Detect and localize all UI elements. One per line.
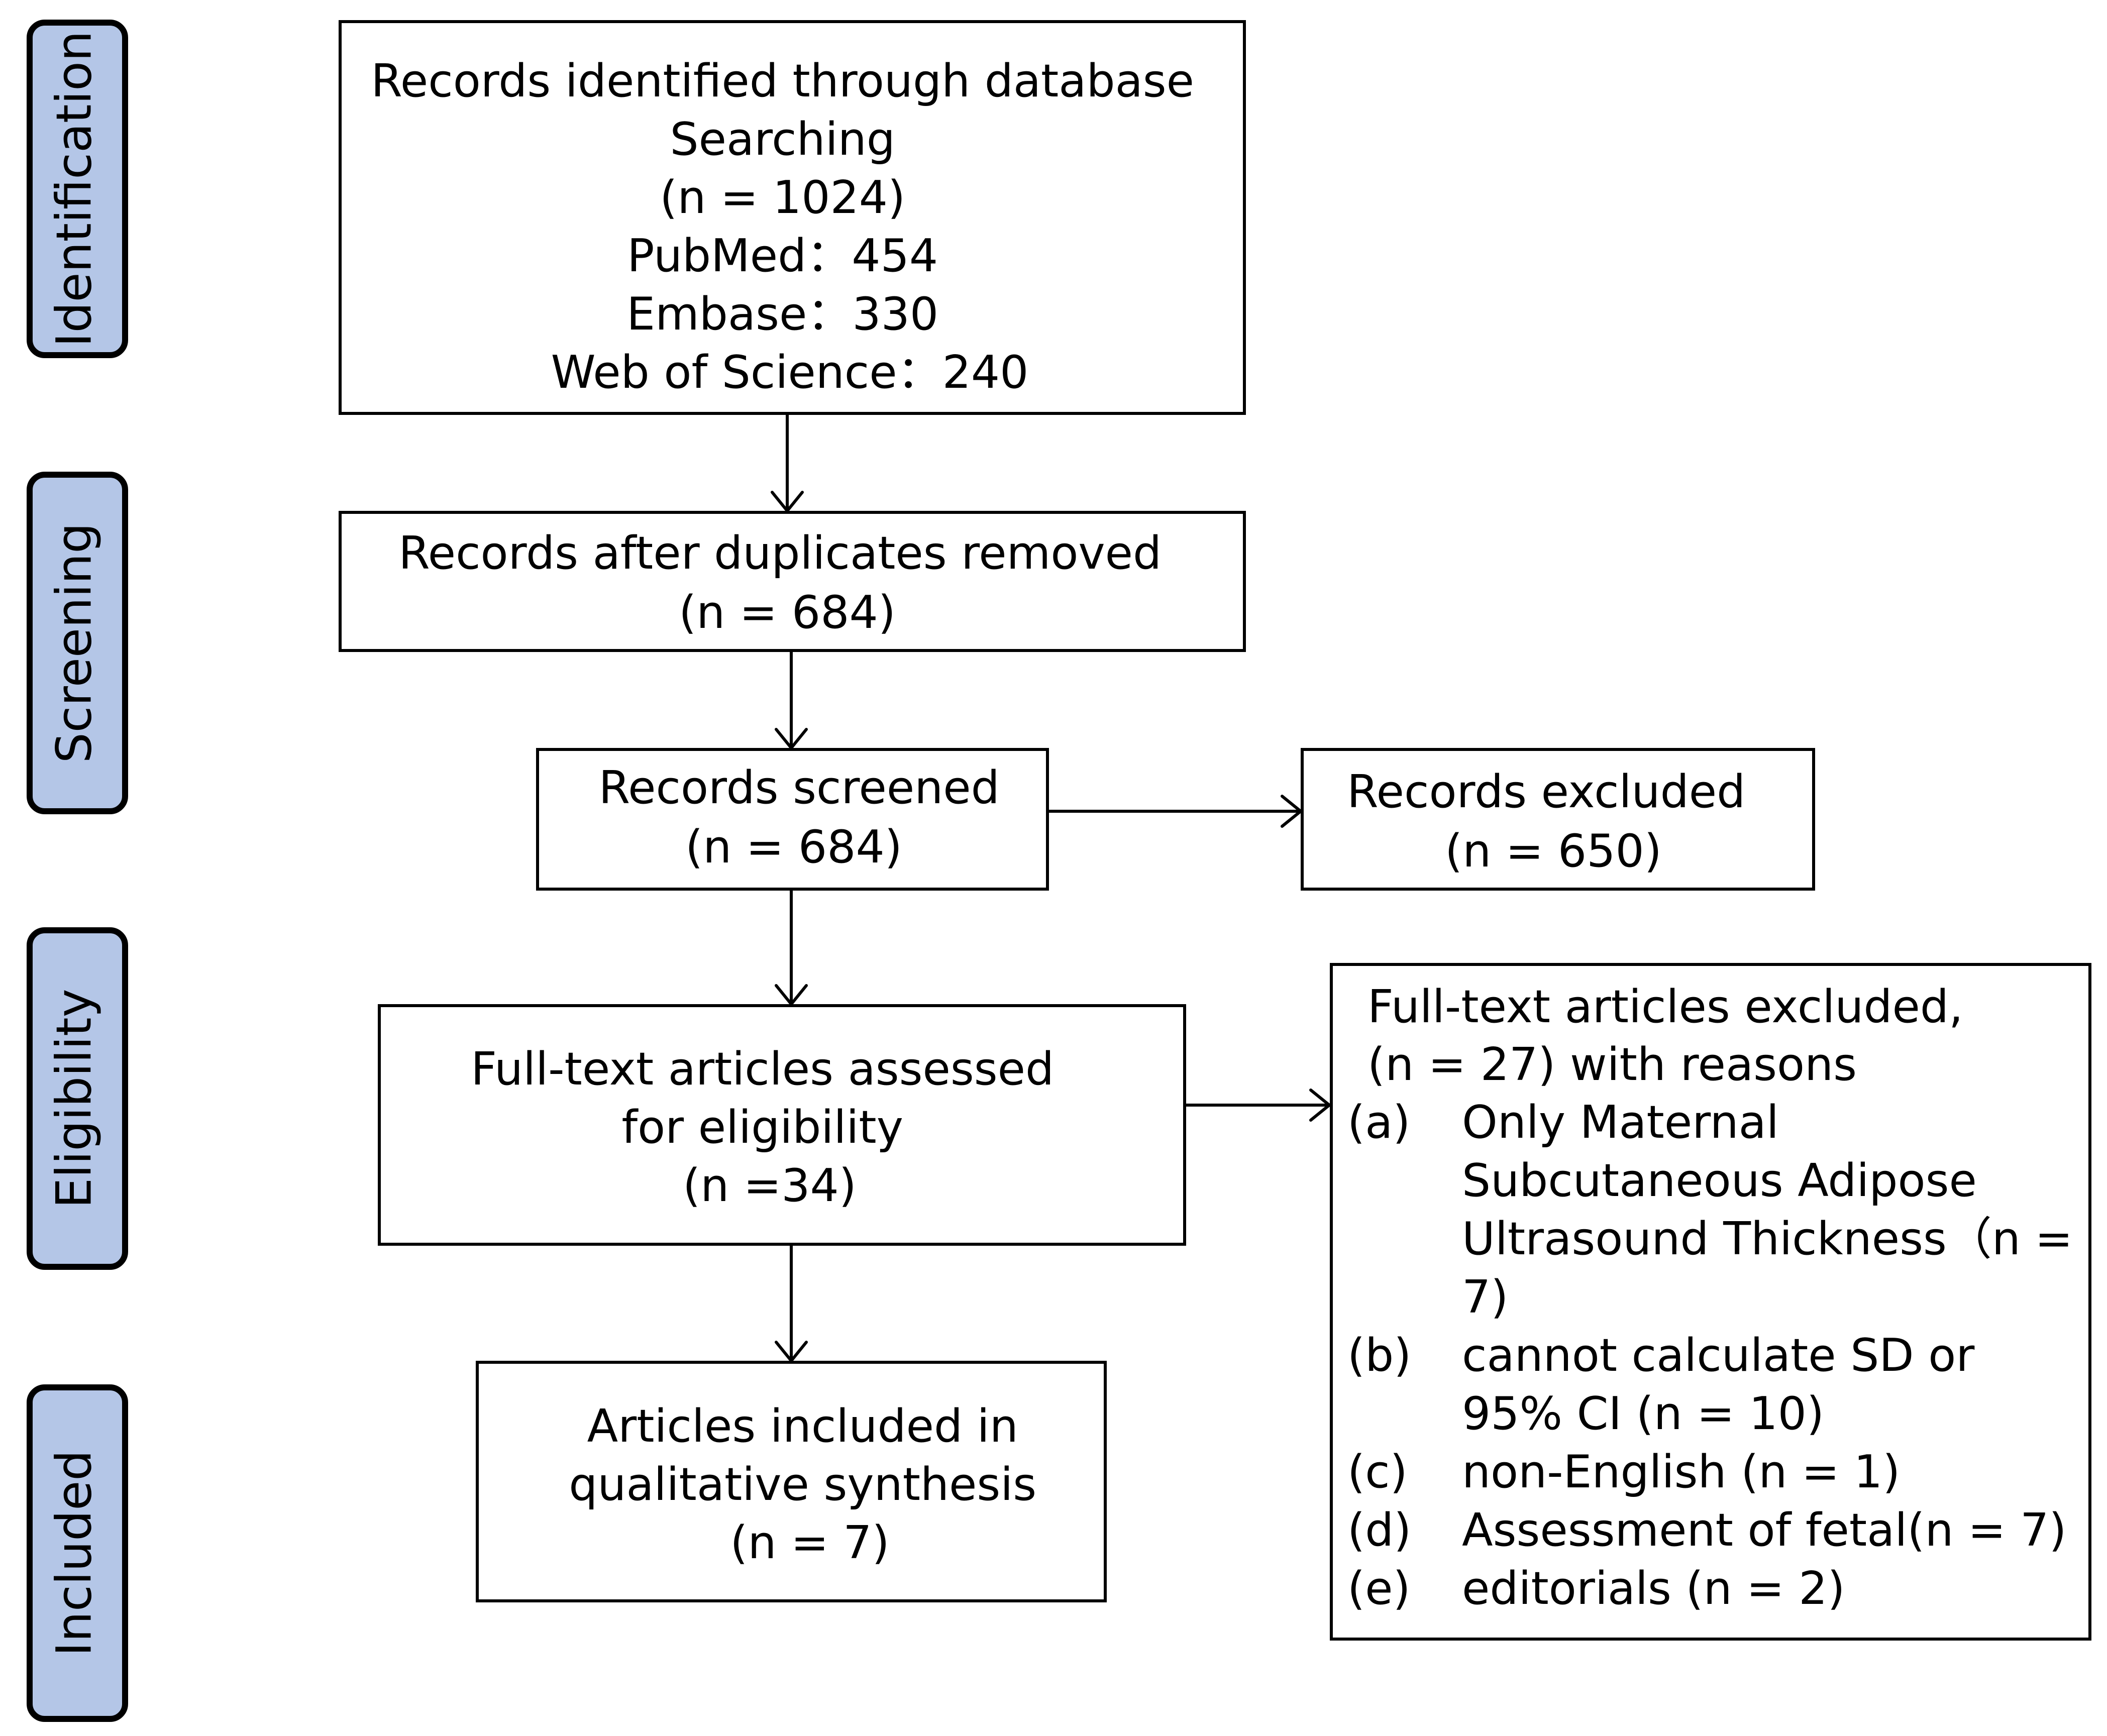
arrow-screened-to-excluded (1047, 795, 1302, 828)
included-line-3: (n = 7) (730, 1516, 889, 1569)
box-full-text-excluded: Full-text articles excluded, (n = 27) wi… (1330, 963, 2091, 1641)
reason-b: (b) cannot calculate SD or 95% CI (n = 1… (1347, 1329, 1989, 1440)
phase-screening-label: Screening (46, 523, 102, 764)
arrow-assessed-to-included (775, 1244, 808, 1362)
svg-text:(d) Assessment of feta: (d) Assessment of fetal(n = 7) (1347, 1504, 2067, 1557)
svg-text:Records screened (n = 68: Records screened (n = 684) (599, 762, 1014, 874)
phase-eligibility-label: Eligibility (46, 989, 102, 1208)
assessed-line-3: (n =34) (683, 1159, 857, 1212)
duplicates-line-2: (n = 684) (679, 586, 896, 639)
reason-c-line-1: non-English (n = 1) (1462, 1446, 1900, 1498)
assessed-line-1: Full-text articles assessed (471, 1043, 1054, 1096)
identified-line-3: (n = 1024) (660, 171, 905, 224)
reason-c: (c) non-English (n = 1) (1347, 1446, 1900, 1498)
excluded-line-2: (n = 650) (1445, 825, 1662, 878)
identified-line-6: Web of Science：240 (551, 346, 1029, 399)
phase-eligibility: Eligibility (27, 927, 128, 1270)
reason-d: (d) Assessment of fetal(n = 7) (1347, 1504, 2067, 1557)
reason-c-marker: (c) (1347, 1446, 1408, 1498)
ft-excluded-header-2: (n = 27) with reasons (1367, 1038, 1857, 1091)
reason-a: (a) Only Maternal Subcutaneous Adipose U… (1347, 1096, 2087, 1324)
phase-identification: Identification (27, 20, 128, 358)
arrow-duplicates-to-screened (775, 650, 808, 749)
reason-a-line-1: Only Maternal (1462, 1096, 1779, 1149)
svg-text:Records after duplicates remov: Records after duplicates removed (n = 68… (398, 527, 1176, 639)
reason-e-line-1: editorials (n = 2) (1462, 1562, 1845, 1615)
box-duplicates-removed: Records after duplicates removed (n = 68… (339, 511, 1246, 652)
phase-screening: Screening (27, 472, 128, 814)
box-full-text-assessed: Full-text articles assessed for eligibil… (378, 1004, 1186, 1246)
arrow-screened-to-assessed (775, 889, 808, 1006)
reason-b-line-2: 95% CI (n = 10) (1462, 1387, 1824, 1440)
svg-text:Full-text articles excluded,: Full-text articles excluded, (n = 27) wi… (1367, 981, 1977, 1091)
included-line-2: qualitative synthesis (569, 1458, 1036, 1511)
svg-text:(b) cannot calculate S: (b) cannot calculate SD or 95% CI (n = 1… (1347, 1329, 1989, 1440)
reason-b-line-1: cannot calculate SD or (1462, 1329, 1974, 1382)
svg-text:Records excluded (n = 65: Records excluded (n = 650) (1347, 766, 1760, 878)
reason-d-line-1: Assessment of fetal(n = 7) (1462, 1504, 2067, 1557)
included-line-1: Articles included in (587, 1400, 1018, 1453)
reason-a-line-2: Subcutaneous Adipose (1462, 1154, 1977, 1207)
identified-line-1: Records identified through database (371, 55, 1194, 107)
screened-line-2: (n = 684) (685, 821, 902, 874)
ft-excluded-header-1: Full-text articles excluded, (1367, 981, 1963, 1033)
assessed-line-2: for eligibility (621, 1101, 903, 1154)
svg-text:(a) Only Maternal: (a) Only Maternal Subcutaneous Adipose U… (1347, 1096, 2087, 1324)
identified-line-4: PubMed：454 (627, 230, 938, 282)
svg-text:(e) editorials (n = 2): (e) editorials (n = 2) (1347, 1562, 1845, 1615)
reason-e-marker: (e) (1347, 1562, 1411, 1615)
box-records-identified: Records identified through database Sear… (339, 20, 1246, 415)
svg-text:Articles included in qua: Articles included in qualitative synthes… (569, 1400, 1051, 1569)
box-articles-included: Articles included in qualitative synthes… (476, 1361, 1107, 1602)
box-records-excluded: Records excluded (n = 650) (1301, 748, 1815, 891)
reason-e: (e) editorials (n = 2) (1347, 1562, 1845, 1615)
reason-b-marker: (b) (1347, 1329, 1411, 1382)
phase-included-label: Included (46, 1450, 102, 1656)
svg-text:(c) non-English (n = 1: (c) non-English (n = 1) (1347, 1446, 1900, 1498)
svg-text:Full-text articles assessed: Full-text articles assessed for eligibil… (471, 1043, 1069, 1212)
reason-a-line-4: 7) (1462, 1271, 1508, 1324)
reason-a-marker: (a) (1347, 1096, 1410, 1149)
duplicates-line-1: Records after duplicates removed (398, 527, 1162, 580)
box-records-screened: Records screened (n = 684) (536, 748, 1049, 891)
identified-line-2: Searching (670, 113, 895, 166)
svg-text:Records identified through dat: Records identified through database Sear… (371, 55, 1208, 399)
phase-identification-label: Identification (46, 31, 102, 347)
excluded-line-1: Records excluded (1347, 766, 1745, 818)
reason-a-line-3: Ultrasound Thickness（n = (1462, 1213, 2073, 1265)
reason-d-marker: (d) (1347, 1504, 1411, 1557)
arrow-assessed-to-ft-excluded (1185, 1089, 1331, 1122)
screened-line-1: Records screened (599, 762, 1000, 814)
phase-included: Included (27, 1384, 128, 1722)
arrow-identified-to-duplicates (771, 413, 804, 512)
identified-line-5: Embase：330 (626, 288, 938, 341)
